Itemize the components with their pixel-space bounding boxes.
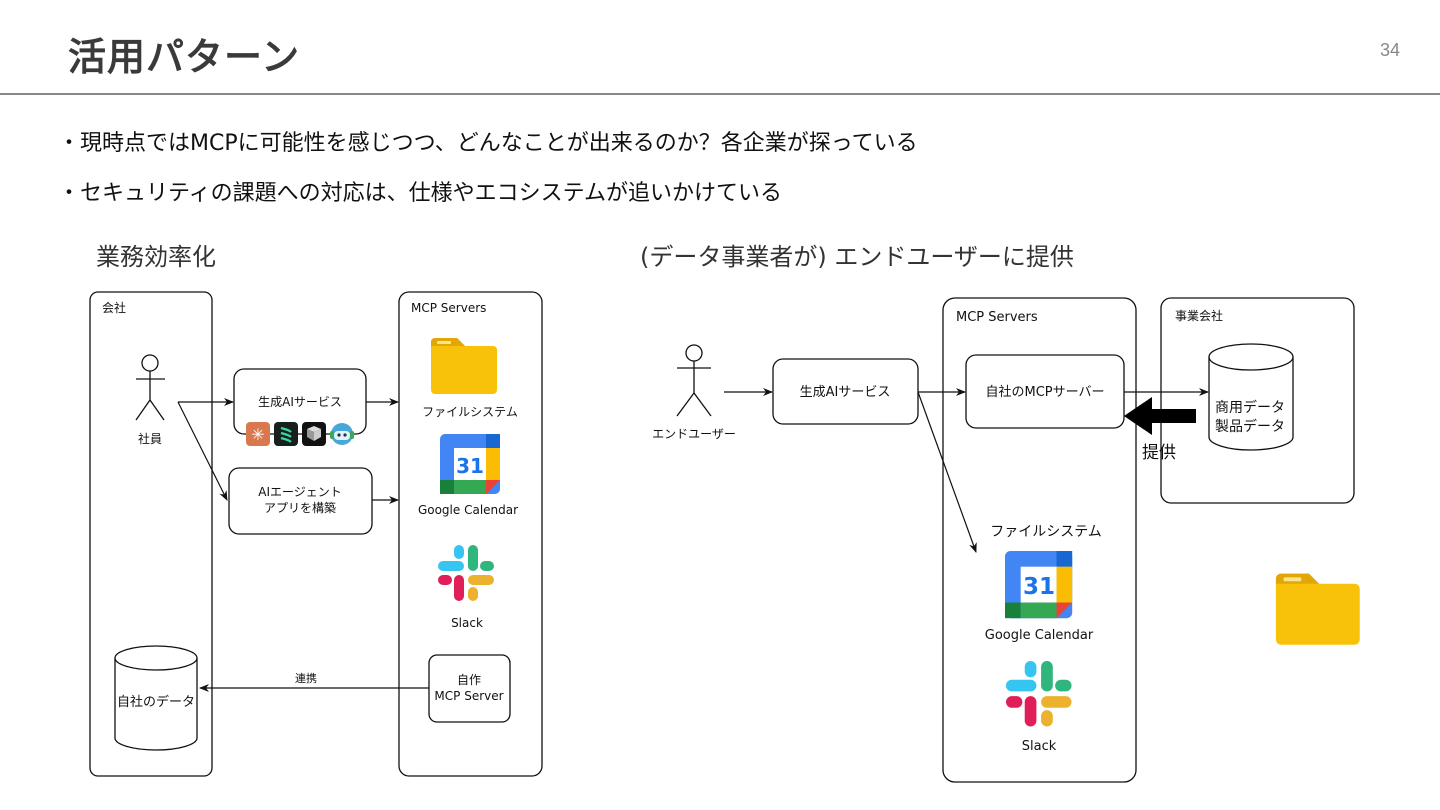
- perplexity-icon: [274, 422, 298, 446]
- svg-text:自社のデータ: 自社のデータ: [117, 694, 195, 710]
- arrow-genai-to-calendar: [917, 391, 977, 553]
- folder-icon: [1275, 573, 1360, 645]
- provide-arrow-icon: [1124, 397, 1196, 435]
- right-mcp-servers-container: MCP Servers: [942, 297, 1137, 783]
- google-calendar-icon: 31: [440, 434, 500, 494]
- svg-text:AIエージェント: AIエージェント: [258, 485, 342, 499]
- page-number: 34: [1379, 40, 1400, 60]
- company-container: 会社: [89, 291, 213, 777]
- left-diagram-heading: 業務効率化: [96, 243, 216, 271]
- folder-icon: [431, 338, 497, 394]
- employee-label: 社員: [138, 431, 162, 446]
- google-calendar-icon: 31: [1005, 551, 1073, 619]
- company-label: 会社: [102, 300, 126, 315]
- right-calendar-label: Google Calendar: [985, 628, 1094, 643]
- right-diagram-heading: (データ事業者が) エンドユーザーに提供: [640, 243, 1074, 271]
- business-company-container: 事業会社: [1160, 297, 1355, 504]
- svg-text:事業会社: 事業会社: [1175, 308, 1223, 323]
- custom-mcp-server-label: MCP Server: [434, 689, 503, 703]
- slide-title: 活用パターン: [68, 35, 301, 79]
- svg-text:アプリを構築: アプリを構築: [264, 500, 336, 515]
- svg-text:31: 31: [1023, 574, 1055, 600]
- link-label: 連携: [295, 671, 317, 685]
- agent-app-box: AIエージェント アプリを構築: [228, 467, 373, 535]
- svg-text:製品データ: 製品データ: [1215, 418, 1285, 435]
- right-arrows: [724, 388, 1209, 553]
- bullet-2: ・セキュリティの課題への対応は、仕様やエコシステムが追いかけている: [58, 181, 783, 206]
- svg-text:MCP Servers: MCP Servers: [411, 301, 486, 315]
- copilot-icon: [330, 423, 354, 445]
- commercial-data-cylinder: 商用データ 製品データ: [1208, 343, 1294, 451]
- end-user-actor-icon: [676, 344, 712, 417]
- svg-text:MCP Servers: MCP Servers: [956, 310, 1038, 325]
- svg-text:商用データ: 商用データ: [1215, 399, 1285, 416]
- provide-label: 提供: [1142, 443, 1176, 463]
- arrow-employee-to-agent: [177, 401, 228, 501]
- left-mcp-servers-container: MCP Servers: [398, 291, 543, 777]
- company-data-cylinder: 自社のデータ: [114, 645, 198, 751]
- bullet-1: ・現時点ではMCPに可能性を感じつつ、どんなことが出来るのか？各企業が探っている: [58, 131, 918, 156]
- own-mcp-server-box: 自社のMCPサーバー: [965, 354, 1125, 429]
- right-genai-box: 生成AIサービス: [772, 358, 919, 425]
- left-arrows: [177, 398, 429, 692]
- custom-mcp-server-box: 自作: [428, 654, 511, 723]
- svg-text:生成AIサービス: 生成AIサービス: [800, 385, 891, 400]
- left-genai-box: 生成AIサービス: [233, 368, 367, 435]
- employee-actor-icon: [135, 354, 165, 421]
- svg-text:31: 31: [456, 454, 484, 478]
- slack-icon: [1006, 661, 1072, 727]
- svg-text:自社のMCPサーバー: 自社のMCPサーバー: [985, 384, 1104, 400]
- left-slack-label: Slack: [451, 616, 483, 630]
- slack-icon: [438, 545, 494, 601]
- right-slack-label: Slack: [1022, 739, 1057, 754]
- genai-service-icons: ✳: [246, 422, 354, 446]
- left-filesystem-label: ファイルシステム: [422, 405, 518, 419]
- right-filesystem-label: ファイルシステム: [990, 524, 1102, 540]
- svg-text:✳: ✳: [251, 425, 264, 444]
- svg-text:自作: 自作: [457, 673, 481, 687]
- svg-text:生成AIサービス: 生成AIサービス: [258, 395, 342, 409]
- left-calendar-label: Google Calendar: [418, 503, 518, 517]
- title-divider: [0, 93, 1440, 95]
- claude-icon: ✳: [246, 422, 270, 446]
- end-user-label: エンドユーザー: [652, 427, 736, 441]
- cursor-icon: [302, 422, 326, 446]
